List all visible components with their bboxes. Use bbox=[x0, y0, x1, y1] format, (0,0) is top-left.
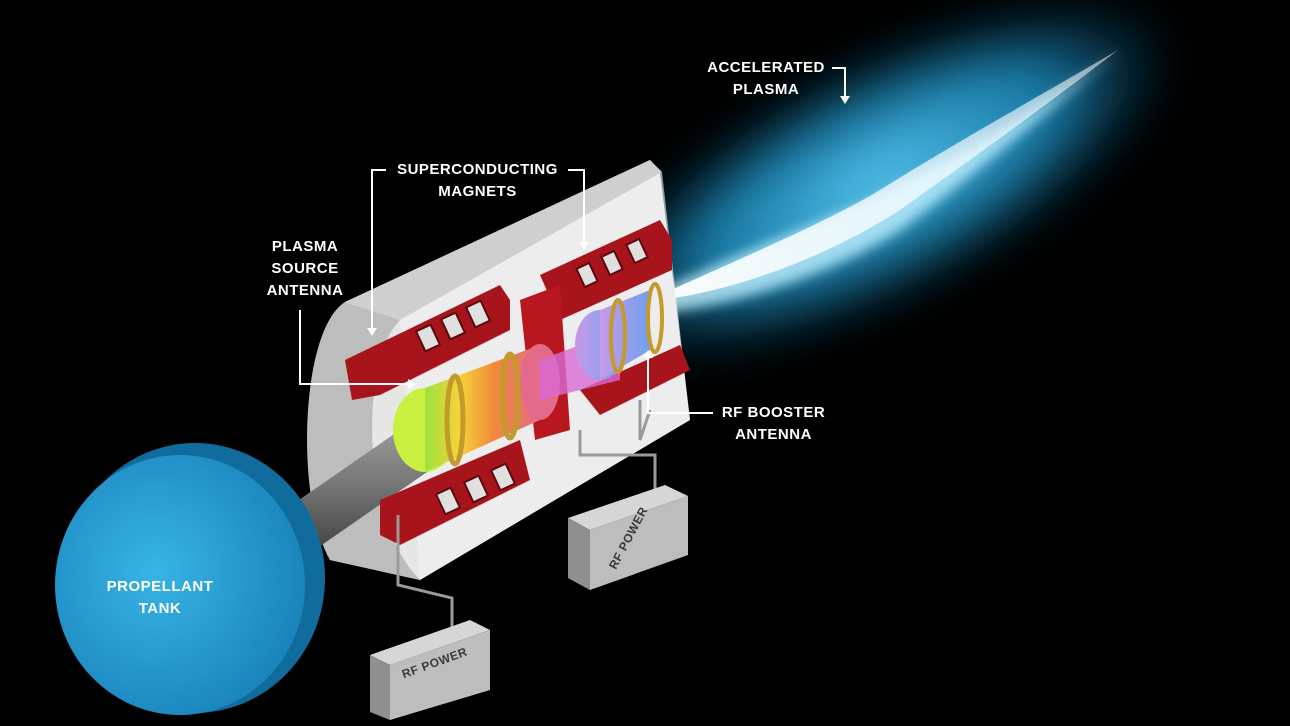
label-superconducting-magnets: SUPERCONDUCTING MAGNETS bbox=[390, 159, 565, 203]
propellant-tank bbox=[55, 443, 325, 715]
label-line: SOURCE bbox=[271, 260, 339, 277]
callout-lines bbox=[299, 67, 846, 414]
label-line: PLASMA bbox=[732, 81, 800, 98]
label-line: PLASMA bbox=[271, 238, 339, 255]
rf-power-box-upper bbox=[568, 485, 688, 590]
label-propellant-tank: PROPELLANT TANK bbox=[95, 576, 225, 620]
label-plasma-source-antenna: PLASMA SOURCE ANTENNA bbox=[255, 236, 355, 302]
power-cables bbox=[396, 400, 657, 640]
rf-power-box-lower bbox=[370, 620, 490, 720]
label-accelerated-plasma: ACCELERATED PLASMA bbox=[706, 57, 826, 101]
rf-booster-antenna bbox=[609, 282, 664, 374]
label-line: ANTENNA bbox=[266, 282, 344, 299]
label-rf-booster-antenna: RF BOOSTER ANTENNA bbox=[716, 402, 831, 446]
label-line: TANK bbox=[138, 600, 182, 617]
label-line: ANTENNA bbox=[735, 426, 812, 443]
plasma-source-antenna bbox=[444, 351, 521, 467]
label-line: ACCELERATED bbox=[707, 59, 825, 76]
callout-arrowheads bbox=[367, 96, 850, 389]
accelerated-plasma-plume bbox=[580, 0, 1180, 365]
label-line: RF BOOSTER bbox=[721, 404, 826, 421]
label-line: MAGNETS bbox=[438, 183, 517, 200]
label-line: SUPERCONDUCTING bbox=[397, 161, 558, 178]
label-line: PROPELLANT bbox=[106, 578, 214, 595]
superconducting-magnets bbox=[345, 220, 690, 545]
